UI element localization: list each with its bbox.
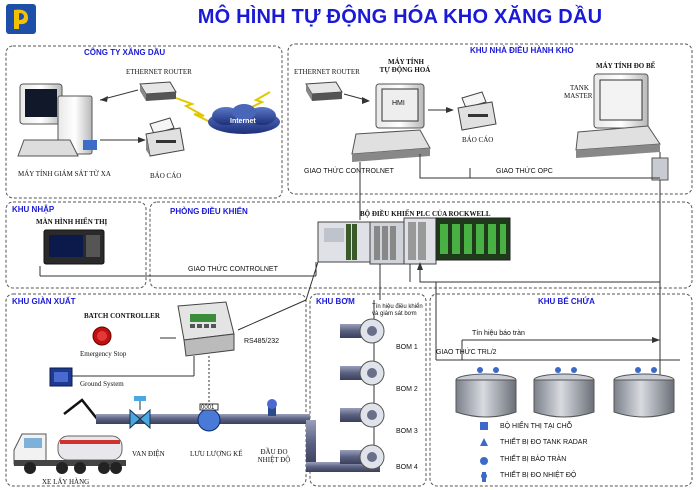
tank-pc-label: MÁY TÍNH ĐO BỂ	[596, 62, 656, 70]
report-label: BÁO CÁO	[462, 136, 494, 144]
overflow-icon	[480, 457, 488, 465]
pump-icon	[340, 318, 385, 344]
printer-icon	[457, 91, 497, 131]
ground-system-icon	[49, 367, 73, 387]
company-logo	[6, 4, 36, 34]
batch-controller-icon	[177, 301, 235, 357]
temperature-sensor-icon	[267, 399, 277, 416]
batch-controller-label: BATCH CONTROLLER	[84, 312, 160, 320]
controlnet-label: GIAO THỨC CONTROLNET	[188, 266, 278, 273]
legend-item-label: BỘ HIỂN THỊ TẠI CHỖ	[500, 423, 573, 430]
display-panel-icon	[43, 229, 105, 265]
legend-item-label: THIẾT BỊ ĐO NHIỆT ĐỘ	[500, 472, 577, 479]
zone-label-tank: KHU BỂ CHỨA	[538, 297, 595, 306]
tank-master-label: TANK	[570, 84, 589, 92]
storage-tank-icon	[613, 367, 675, 418]
legend-item-label: THIẾT BỊ ĐO TANK RADAR	[500, 439, 588, 446]
overflow-signal-label: Tín hiệu báo tràn	[472, 330, 525, 337]
pump-label: BOM 4	[396, 464, 418, 471]
temp-sensor-label: ĐẦU ĐO	[260, 448, 288, 456]
pump-label: BOM 2	[396, 386, 418, 393]
report-label: BÁO CÁO	[150, 172, 182, 180]
emergency-stop-icon	[92, 326, 112, 346]
legend-item-label: THIẾT BỊ BÁO TRÀN	[500, 456, 567, 463]
ground-system-label: Ground System	[80, 380, 124, 388]
hmi-label: HMI	[392, 100, 405, 107]
tanker-truck-icon	[13, 433, 126, 474]
plc-rack-icon	[317, 217, 511, 265]
router-icon	[139, 81, 177, 101]
pump-label: BOM 1	[396, 344, 418, 351]
trl2-label: GIAO THỨC TRL/2	[436, 349, 497, 356]
temperature-icon	[481, 472, 487, 482]
router-icon	[305, 81, 343, 101]
printer-icon	[145, 117, 185, 157]
local-display-icon	[480, 422, 488, 430]
internet-cloud-icon	[208, 104, 280, 134]
meter-display-value: 0001	[201, 405, 215, 411]
storage-tank-icon	[533, 367, 595, 418]
temp-sensor-label-line2: NHIỆT ĐỘ	[257, 456, 291, 464]
flow-meter-label: LƯU LƯỢNG KẾ	[190, 450, 243, 458]
controlnet-label: GIAO THỨC CONTROLNET	[304, 168, 394, 175]
zone-label-company: CÔNG TY XĂNG DẦU	[84, 48, 166, 57]
page-title: MÔ HÌNH TỰ ĐỘNG HÓA KHO XĂNG DẦU	[197, 6, 603, 28]
remote-pc-icon	[17, 83, 97, 157]
zone-label-import: KHU NHẬP	[12, 205, 55, 214]
pump-icon	[340, 402, 385, 428]
rs485-label: RS485/232	[244, 338, 280, 345]
emergency-stop-label: Emergency Stop	[80, 350, 127, 358]
flow-meter-icon	[197, 403, 221, 432]
zone-label-pump: KHU BƠM	[316, 297, 355, 306]
tank-master-label-line2: MASTER	[564, 92, 593, 100]
zone-label-loading: KHU GIÀN XUẤT	[12, 297, 76, 306]
radar-icon	[480, 438, 488, 446]
hmi-pc-icon	[351, 83, 431, 162]
tank-master-pc-icon	[575, 73, 661, 158]
plc-label: BỘ ĐIỀU KHIỂN PLC CỦA ROCKWELL	[360, 210, 491, 218]
pump-icon	[340, 360, 385, 386]
zone-label-control-room: PHÒNG ĐIỀU KHIỂN	[170, 207, 248, 216]
auto-pc-label-line2: TỰ ĐỘNG HOÁ	[379, 66, 431, 74]
valve-icon	[129, 396, 151, 430]
converter-box	[651, 157, 669, 181]
zone-label-control-house: KHU NHÀ ĐIỀU HÀNH KHO	[470, 46, 574, 55]
router-label: ETHERNET ROUTER	[294, 68, 360, 76]
pump-signal-label: Tín hiệu điều khiển	[372, 304, 423, 310]
display-screen-label: MÀN HÌNH HIỂN THỊ	[36, 218, 108, 226]
auto-pc-label: MÁY TÍNH	[388, 58, 424, 66]
pump-label: BOM 3	[396, 428, 418, 435]
storage-tank-icon	[455, 367, 517, 418]
remote-pc-label: MÁY TÍNH GIÁM SÁT TỪ XA	[18, 170, 111, 178]
truck-label: XE LẤY HÀNG	[42, 478, 90, 486]
opc-label: GIAO THỨC OPC	[496, 168, 553, 175]
router-label: ETHERNET ROUTER	[126, 68, 192, 76]
pump-signal-label-line2: và giám sát bơm	[372, 311, 417, 317]
pump-icon	[340, 444, 385, 470]
internet-label: Internet	[230, 118, 256, 125]
valve-label: VAN ĐIỆN	[132, 450, 165, 458]
